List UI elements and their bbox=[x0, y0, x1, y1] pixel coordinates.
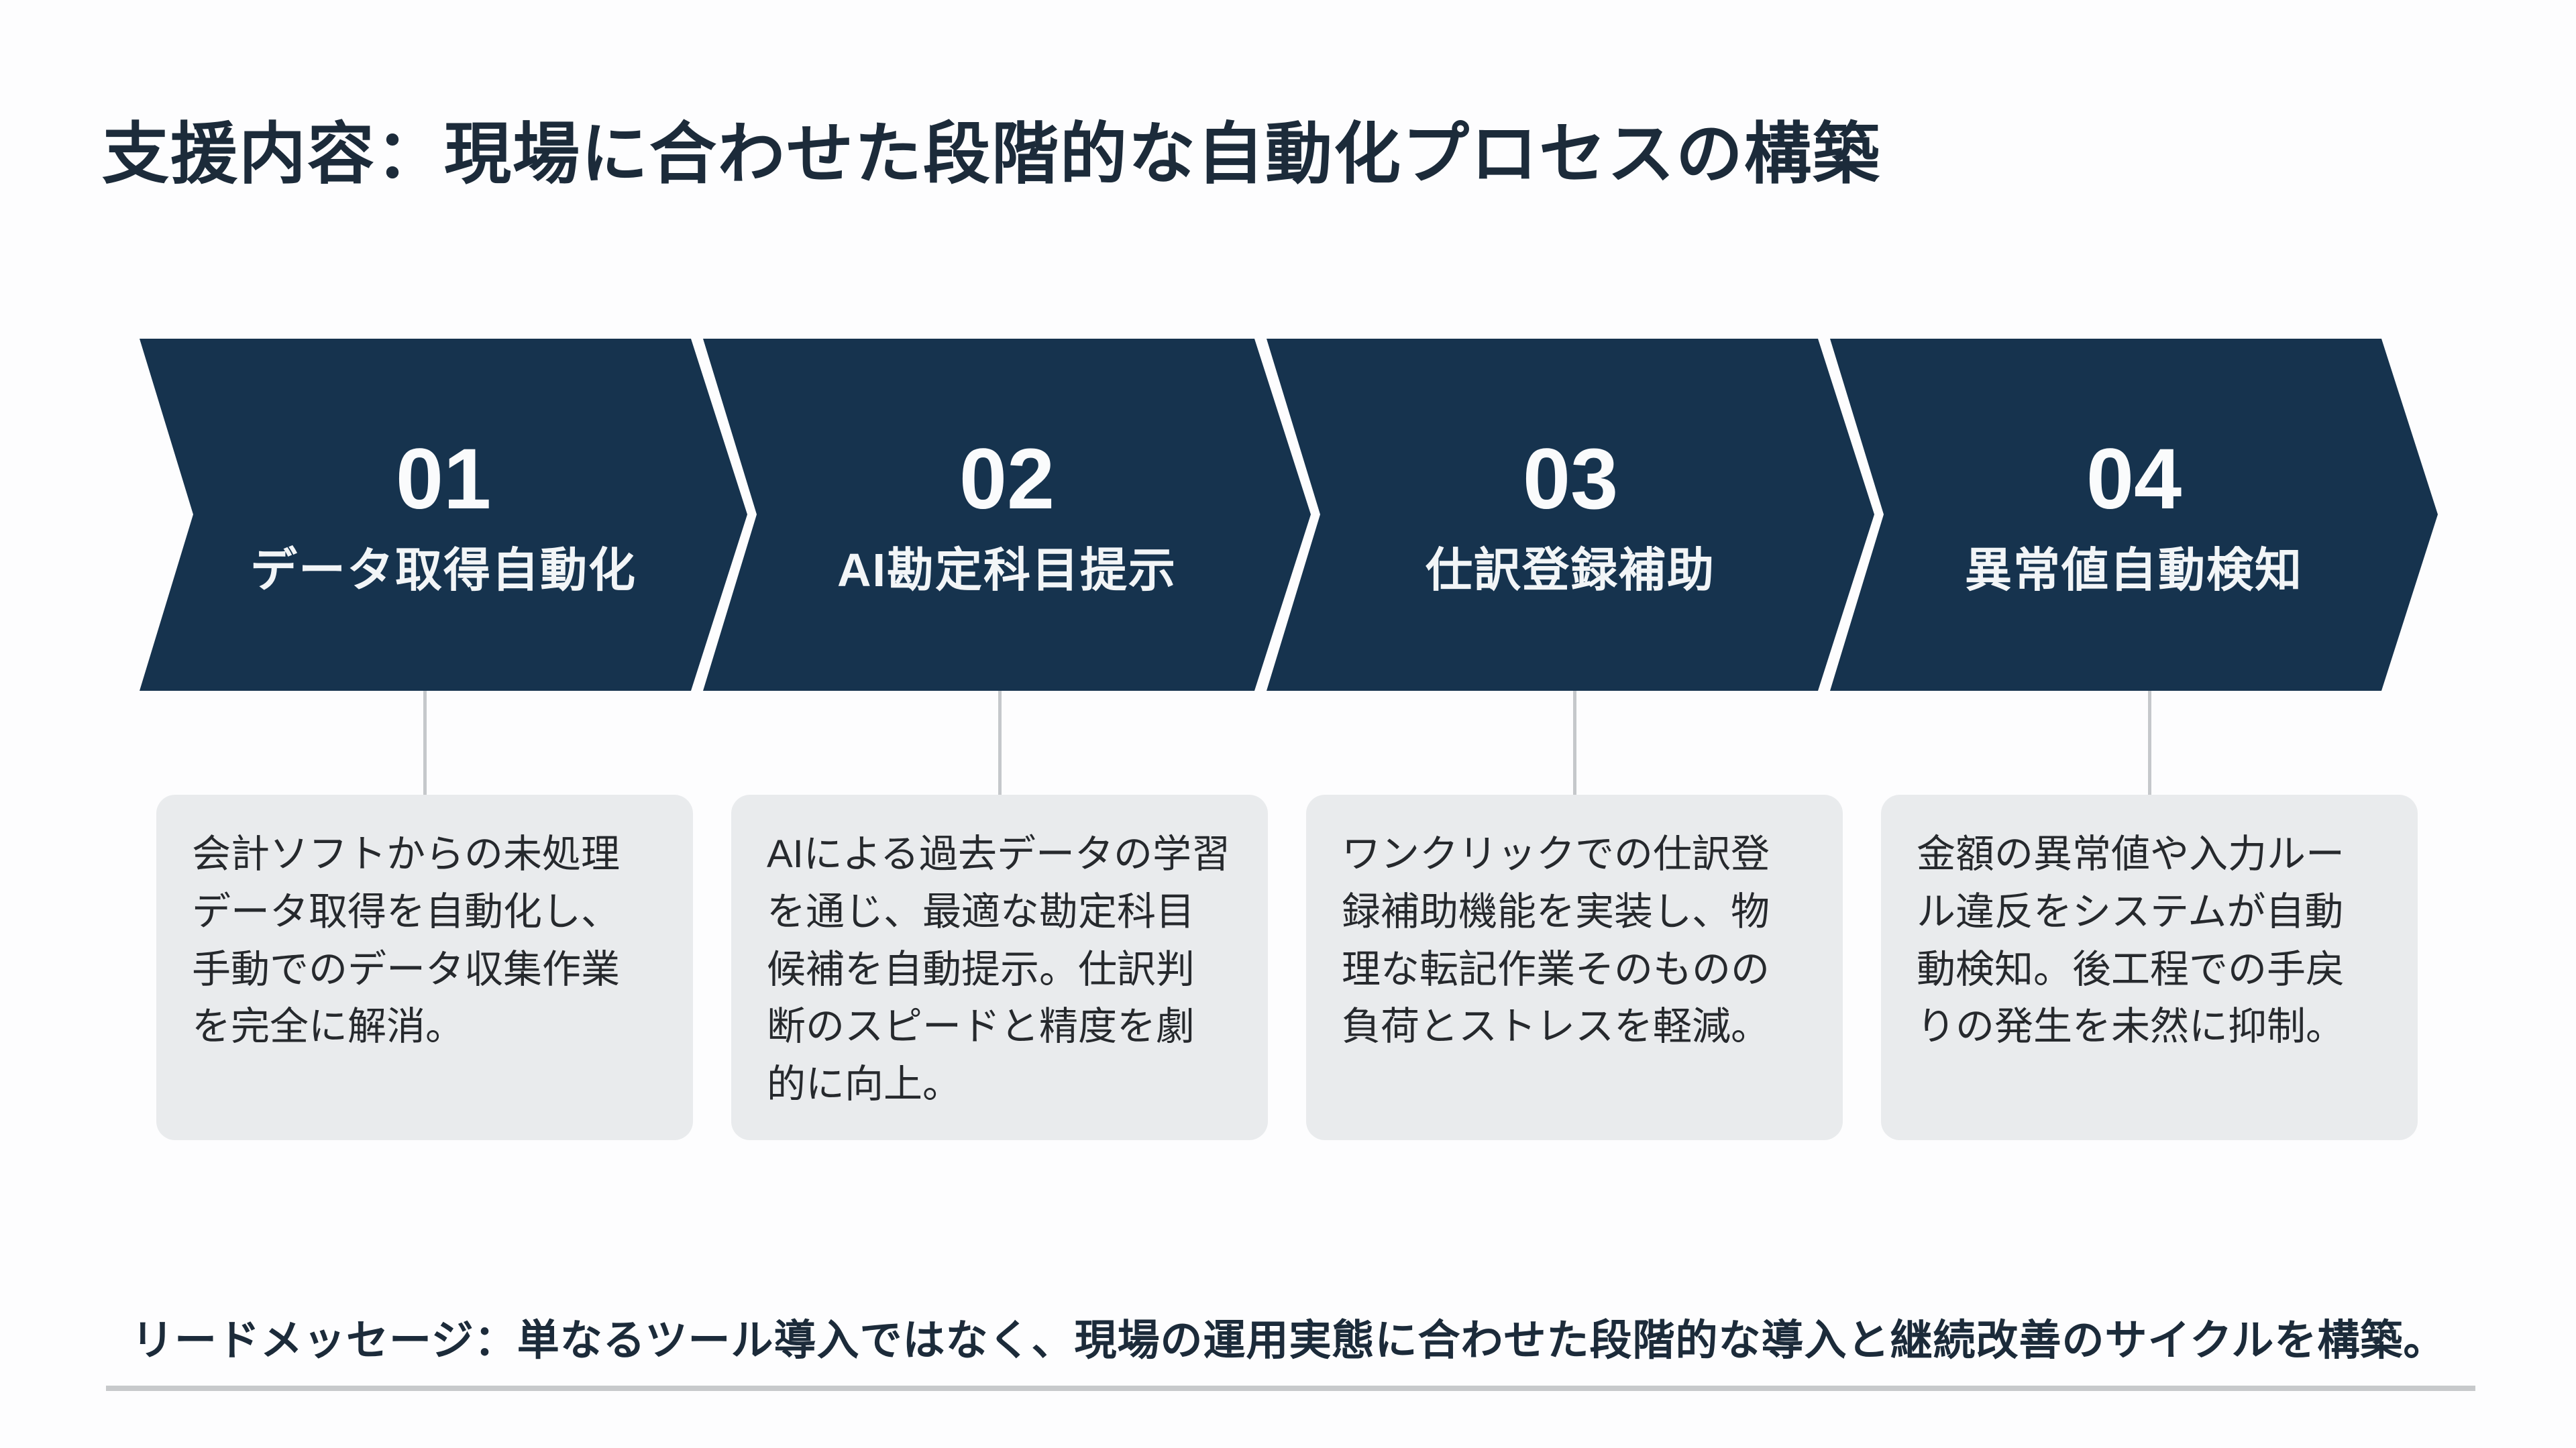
step-label: データ取得自動化 bbox=[250, 543, 637, 596]
step-description-card-3: ワンクリックでの仕訳登録補助機能を実装し、物理な転記作業そのものの負荷とストレス… bbox=[1306, 795, 1843, 1140]
step-label: AI勘定科目提示 bbox=[837, 543, 1177, 596]
step-description-card-1: 会計ソフトからの未処理データ取得を自動化し、手動でのデータ収集作業を完全に解消。 bbox=[156, 795, 693, 1140]
step-number: 04 bbox=[2086, 431, 2182, 527]
connector-line bbox=[1573, 691, 1576, 797]
step-number: 01 bbox=[395, 431, 492, 527]
connector-line bbox=[2148, 691, 2151, 797]
step-description-card-2: AIによる過去データの学習を通じ、最適な勘定科目候補を自動提示。仕訳判断のスピー… bbox=[731, 795, 1268, 1140]
process-step-chevron-2: 02 AI勘定科目提示 bbox=[703, 339, 1311, 691]
process-step-chevron-3: 03 仕訳登録補助 bbox=[1267, 339, 1874, 691]
page-title: 支援内容：現場に合わせた段階的な自動化プロセスの構築 bbox=[102, 117, 1881, 192]
step-label: 異常値自動検知 bbox=[1965, 543, 2303, 596]
bottom-divider bbox=[106, 1386, 2475, 1391]
step-number: 03 bbox=[1522, 431, 1619, 527]
step-label: 仕訳登録補助 bbox=[1426, 543, 1715, 596]
connector-line bbox=[998, 691, 1002, 797]
step-number: 02 bbox=[959, 431, 1055, 527]
step-description-card-4: 金額の異常値や入力ルール違反をシステムが自動動検知。後工程での手戻りの発生を未然… bbox=[1881, 795, 2418, 1140]
process-step-chevron-1: 01 データ取得自動化 bbox=[140, 339, 747, 691]
lead-message: リードメッセージ：単なるツール導入ではなく、現場の運用実態に合わせた段階的な導入… bbox=[131, 1317, 2447, 1364]
process-step-chevron-4: 04 異常値自動検知 bbox=[1830, 339, 2438, 691]
connector-line bbox=[423, 691, 427, 797]
